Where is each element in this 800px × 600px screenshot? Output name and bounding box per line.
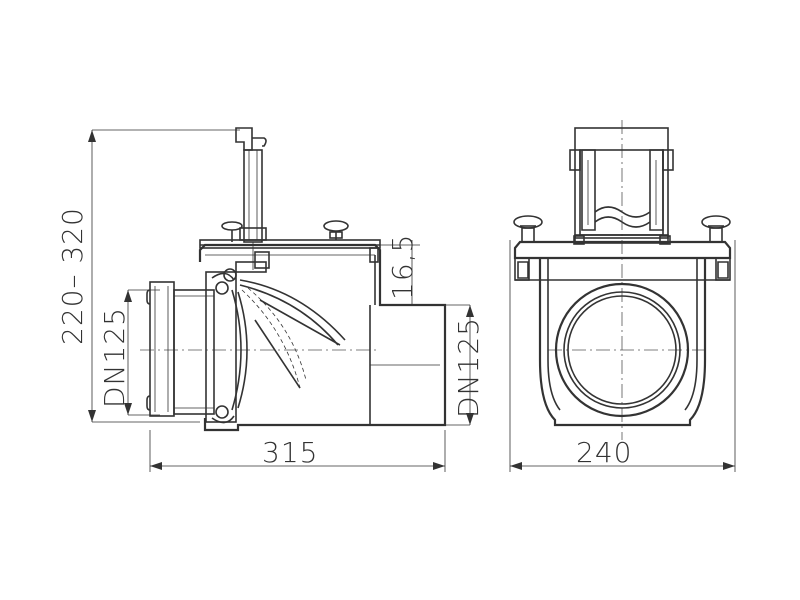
inlet-diameter-label: DN125 (98, 307, 131, 408)
offset-label: 16,5 (386, 234, 419, 300)
outlet-diameter-label: DN125 (452, 317, 485, 418)
front-view (509, 120, 736, 472)
side-view: 220– 320 DN125 16,5 DN125 315 (56, 127, 485, 472)
height-range-label: 220– 320 (56, 207, 89, 345)
side-width-label: 315 (262, 436, 318, 469)
front-width-label: 240 (576, 436, 632, 469)
